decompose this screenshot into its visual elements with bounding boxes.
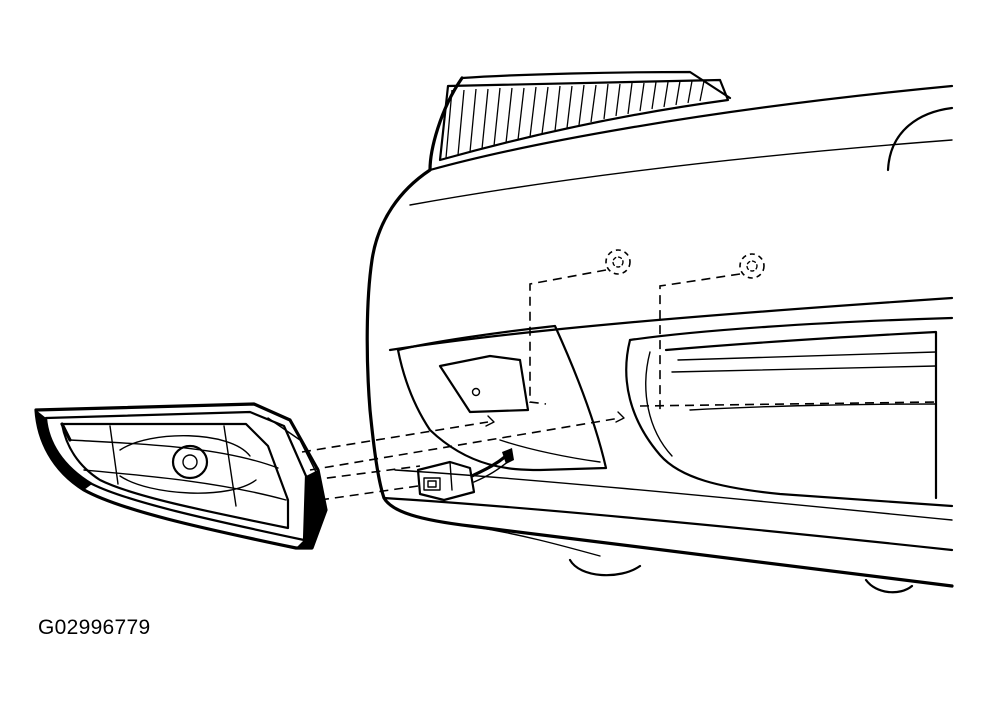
alignment-lines — [301, 269, 937, 501]
vehicle-front-body — [365, 70, 954, 594]
figure-id-label: G02996779 — [38, 616, 151, 639]
retaining-clip-right — [739, 253, 765, 279]
fog-lamp-assembly — [34, 402, 328, 550]
fog-lamp-opening — [396, 324, 608, 472]
fog-lamp-connector — [416, 448, 514, 502]
retaining-clip-left — [605, 249, 631, 275]
bumper-grille-opening — [625, 316, 954, 508]
windshield-hatching — [438, 78, 730, 162]
